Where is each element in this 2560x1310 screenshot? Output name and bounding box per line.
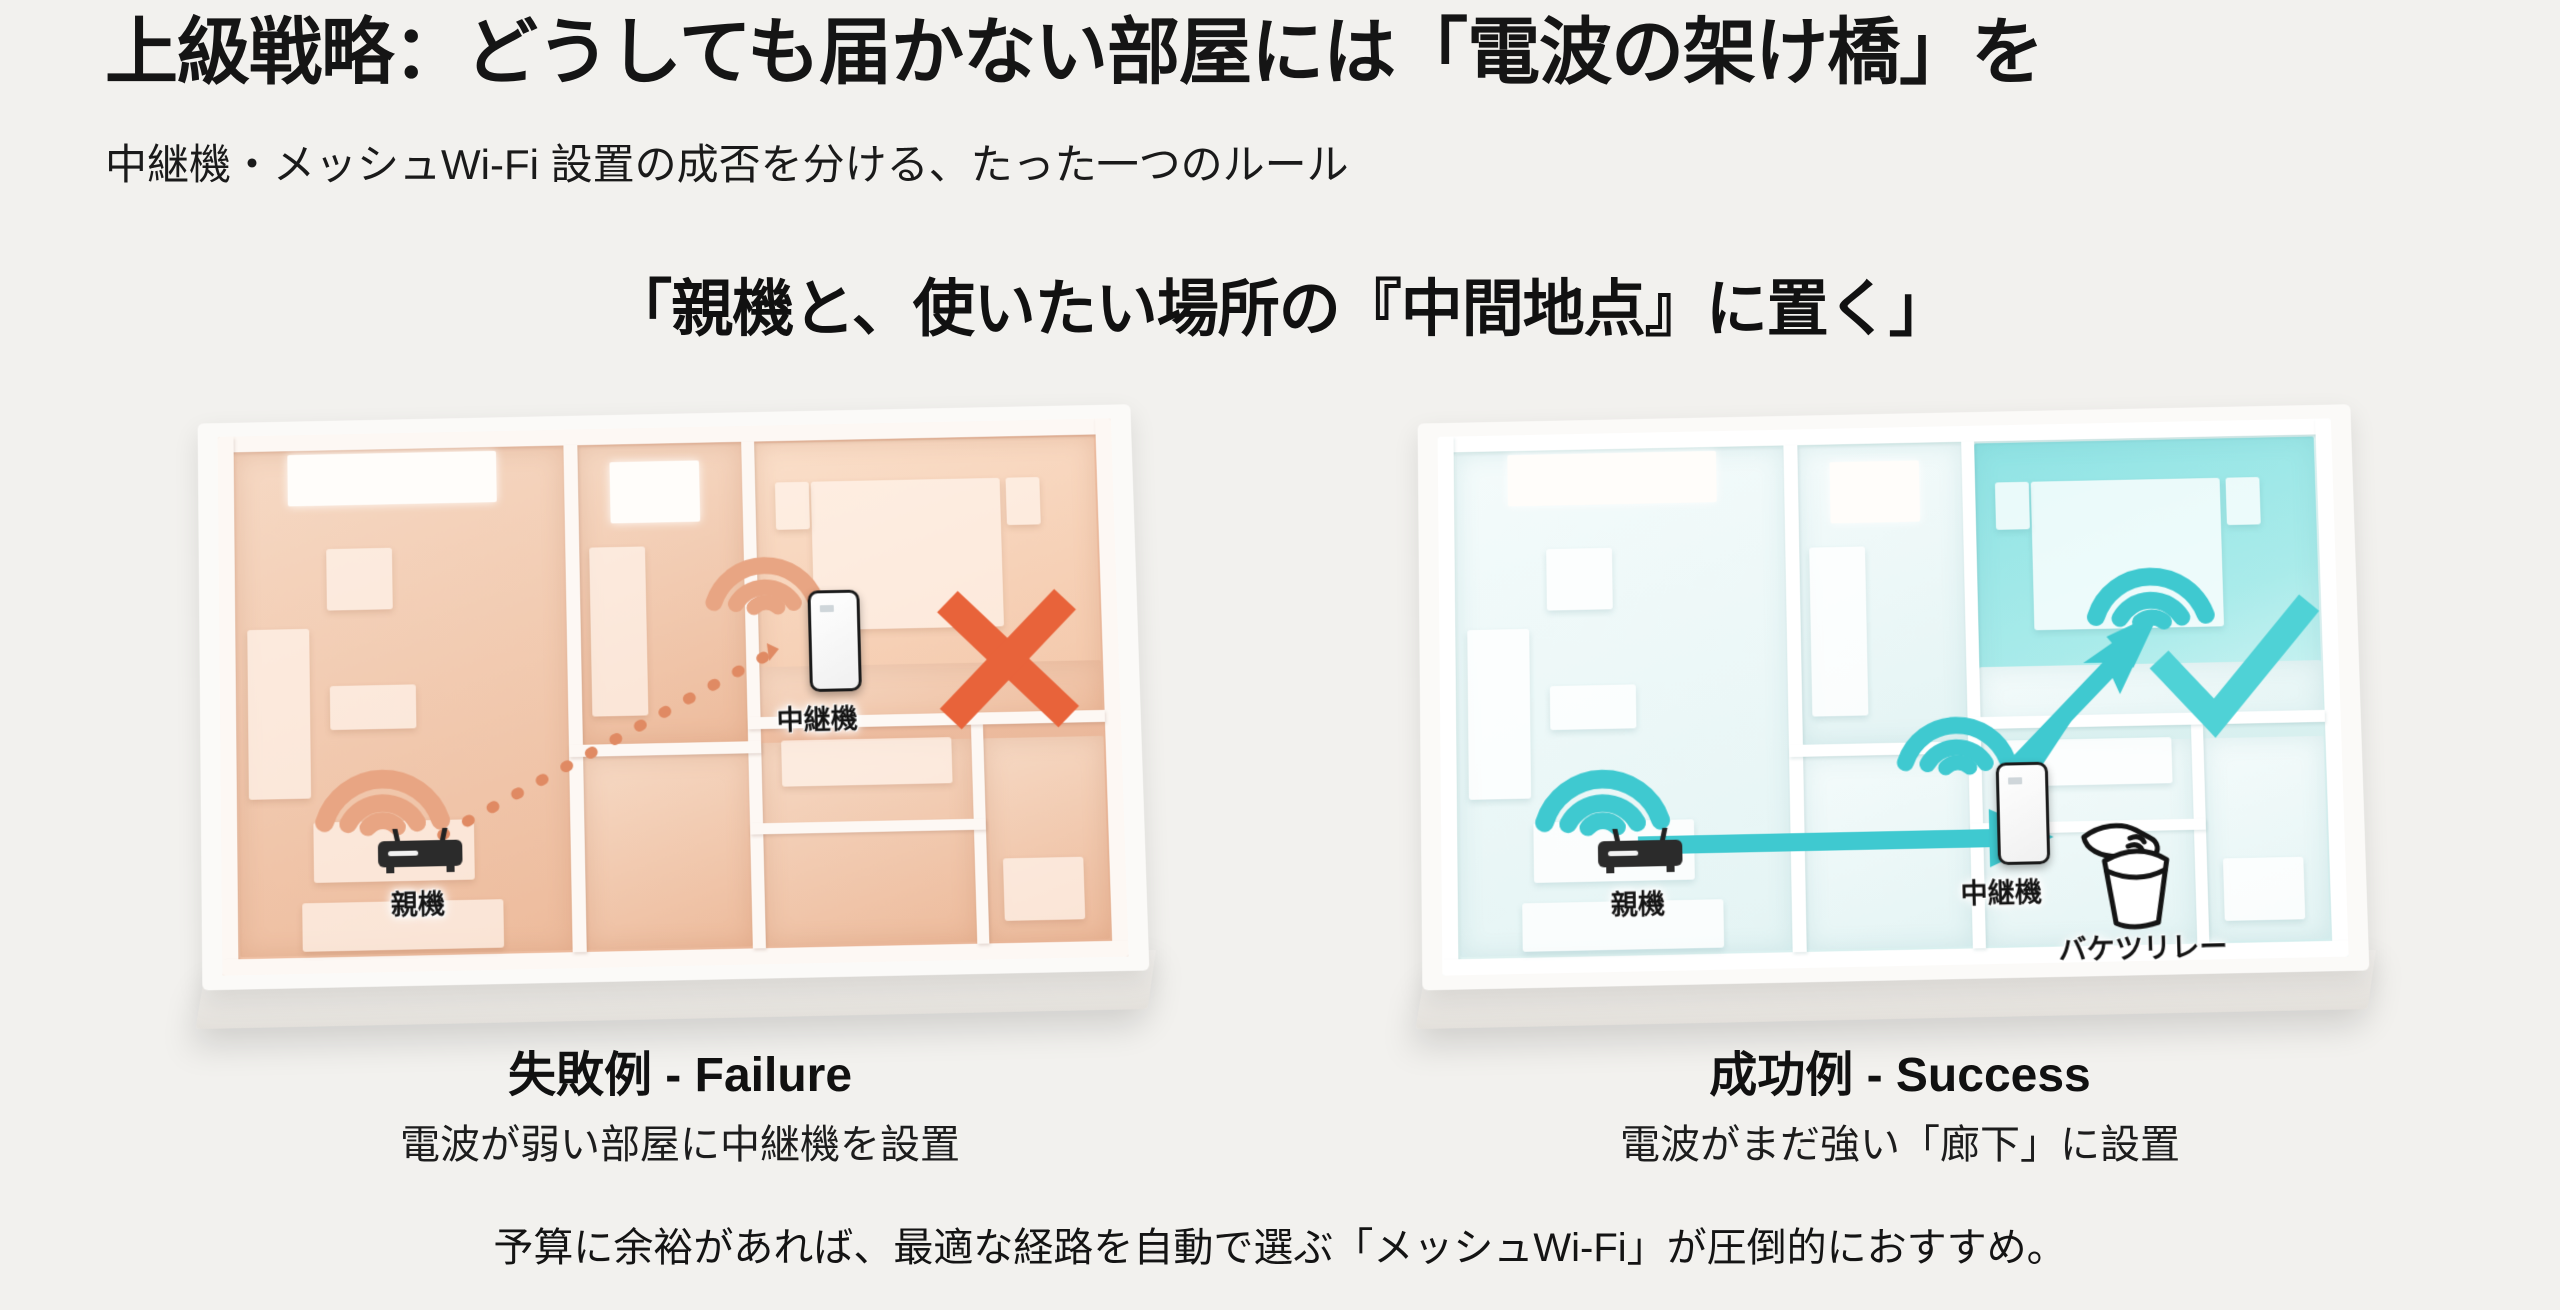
entry-room [2203, 736, 2330, 942]
coffee-table [330, 684, 417, 730]
success-floorplan-box: 親機 中継機 [1438, 418, 2349, 975]
repeater-wifi-icon [1892, 678, 2022, 777]
hall-closet [1809, 546, 1868, 716]
router-label: 親機 [1610, 882, 1665, 922]
repeater-label: 中継機 [1960, 870, 2042, 911]
failure-panel: 親機 中継機 [180, 415, 1180, 1035]
success-panel: 親機 中継機 [1400, 415, 2400, 1035]
wall-v3 [2191, 724, 2209, 943]
cross-mark-icon [931, 583, 1085, 735]
nightstand-right [2226, 477, 2261, 525]
footer-note: 予算に余裕があれば、最適な経路を自動で選ぶ「メッシュWi-Fi」が圧倒的におすす… [0, 1215, 2560, 1273]
page-title: 上級戦略：どうしても届かない部屋には「電波の架け橋」を [105, 12, 2485, 94]
hall-closet [589, 546, 648, 716]
wall-h1 [748, 710, 1105, 729]
failure-caption-sub: 電波が弱い部屋に中継機を設置 [180, 1112, 1180, 1170]
router-wifi-icon [1526, 729, 1678, 840]
living-room [236, 447, 573, 957]
nightstand-right [1006, 477, 1041, 525]
success-caption-sub: 電波がまだ強い「廊下」に設置 [1400, 1112, 2400, 1170]
tv-cabinet [1533, 819, 1694, 883]
wall-v3 [971, 724, 989, 943]
sofa [247, 629, 311, 800]
check-mark-icon [2149, 594, 2323, 737]
router-device-icon [1594, 827, 1687, 873]
counter [781, 737, 952, 787]
closet [1003, 857, 1085, 921]
wall-h2 [1789, 741, 1981, 757]
utility-room [1981, 739, 2197, 946]
hall-window [609, 460, 700, 523]
wall-h2 [569, 741, 761, 757]
router-label: 親機 [390, 882, 445, 922]
wall-h3 [1970, 819, 2206, 835]
armchair [326, 548, 393, 611]
failure-caption-title: 失敗例 - Failure [180, 1035, 1180, 1105]
page-subtitle: 中継機・メッシュWi-Fi 設置の成否を分ける、たった一つのルール [105, 140, 2485, 190]
relay-arrow-icon [1638, 802, 2061, 881]
repeater-label: 中継機 [776, 697, 858, 738]
repeater-device-icon [807, 590, 861, 693]
tv-cabinet [313, 819, 474, 883]
repeater-device-icon [1996, 762, 2051, 865]
living-window [1507, 451, 1716, 507]
sideboard [302, 899, 504, 952]
failure-floorplan: 親機 中継機 [218, 418, 1129, 975]
wall-h1 [1968, 710, 2325, 729]
failure-floorplan-box: 親機 中継機 [218, 418, 1129, 975]
armchair [1546, 548, 1613, 611]
entry-room [983, 736, 1110, 942]
nightstand-left [1995, 482, 2030, 530]
living-window [287, 451, 496, 507]
living-room [1456, 447, 1793, 957]
success-caption-title: 成功例 - Success [1400, 1035, 2400, 1105]
rule-headline: 「親機と、使いたい場所の『中間地点』に置く」 [0, 258, 2560, 348]
hall-window [1829, 460, 1920, 523]
closet [2223, 857, 2305, 921]
sideboard [1522, 899, 1724, 952]
router-device-icon [374, 827, 467, 873]
counter [2001, 737, 2172, 787]
comparison-panels: 親機 中継機 [0, 415, 2560, 1055]
bath-room [1803, 753, 1973, 950]
wall-h3 [750, 819, 986, 835]
bucket-relay-icon [2077, 811, 2199, 936]
utility-room [761, 739, 977, 946]
router-wifi-icon [306, 729, 458, 840]
success-floorplan: 親機 中継機 [1438, 418, 2349, 975]
sofa [1467, 629, 1531, 800]
